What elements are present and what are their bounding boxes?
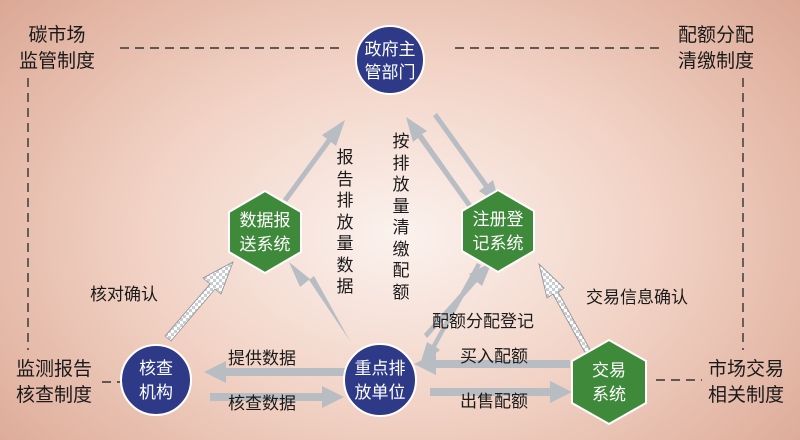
corner-bottom-left-line2: 核查制度 — [15, 384, 92, 406]
circle-nodes — [120, 25, 425, 417]
label-registry-2: 记系统 — [473, 234, 524, 254]
arrow-report-to-government — [283, 120, 345, 202]
label-trading-2: 系统 — [592, 385, 626, 405]
corner-top-left-line2: 监管制度 — [18, 50, 95, 72]
label-report-1: 数据报 — [240, 211, 291, 231]
label-verification-2: 机构 — [139, 383, 173, 403]
arrow-emitter-to-verification — [204, 361, 345, 383]
corner-top-right: 配额分配 清缴制度 — [666, 22, 766, 74]
corner-bottom-right: 市场交易 相关制度 — [696, 356, 796, 408]
arrow-verification-to-emitter — [210, 386, 344, 408]
node-emitter — [343, 343, 417, 417]
edge-sell-allowance: 出售配额 — [460, 392, 528, 412]
arrow-registry-to-emitter — [420, 263, 481, 365]
arrow-emitter-to-trading — [430, 381, 572, 403]
edge-verify-confirm: 核对确认 — [90, 285, 158, 305]
corner-bottom-right-line1: 市场交易 — [707, 358, 784, 380]
edge-provide-data: 提供数据 — [228, 349, 296, 369]
label-emitter-2: 放单位 — [355, 383, 406, 403]
node-labels: 政府主 管部门 核查 机构 重点排 放单位 数据报 送系统 注册登 记系统 交易… — [139, 40, 626, 405]
corner-top-right-line2: 清缴制度 — [677, 50, 754, 72]
node-data-report — [228, 189, 302, 275]
label-trading-1: 交易 — [592, 361, 626, 381]
arrow-emitter-to-report — [289, 262, 350, 344]
label-report-2: 送系统 — [240, 235, 291, 255]
hex-nodes — [228, 188, 647, 426]
edge-verify-data: 核查数据 — [228, 394, 296, 414]
edge-trade-confirm: 交易信息确认 — [586, 288, 688, 308]
dashed-frame — [27, 47, 744, 383]
label-verification-1: 核查 — [139, 359, 173, 379]
corner-bottom-left-line1: 监测报告 — [15, 358, 92, 380]
arrow-registry-to-government — [406, 117, 473, 209]
edge-surrender: 按排放量清缴配额 — [392, 132, 410, 303]
label-registry-1: 注册登 — [473, 210, 524, 230]
corner-top-left: 碳市场 监管制度 — [14, 22, 100, 74]
node-verification — [120, 344, 192, 416]
corner-top-right-line1: 配额分配 — [677, 24, 754, 46]
corner-bottom-right-line2: 相关制度 — [707, 384, 784, 406]
corner-bottom-left: 监测报告 核查制度 — [6, 356, 102, 408]
checkered-arrows — [164, 261, 594, 359]
arrow-trading-to-emitter — [414, 353, 570, 375]
edge-report-emissions: 报告排放量数据 — [336, 148, 354, 297]
gray-arrows — [204, 113, 572, 408]
node-government — [355, 25, 425, 95]
label-government-2: 管部门 — [365, 63, 416, 83]
corner-top-left-line1: 碳市场 — [28, 24, 86, 46]
arrow-verification-to-report — [164, 261, 234, 342]
label-emitter-1: 重点排 — [355, 359, 406, 379]
edge-buy-allowance: 买入配额 — [460, 347, 528, 367]
label-government-1: 政府主 — [365, 40, 416, 60]
node-trading — [571, 338, 647, 426]
node-registry — [461, 188, 535, 274]
arrow-government-to-registry — [433, 113, 500, 205]
arrow-trading-to-registry — [538, 262, 594, 359]
edge-allocation-register: 配额分配登记 — [432, 312, 534, 332]
